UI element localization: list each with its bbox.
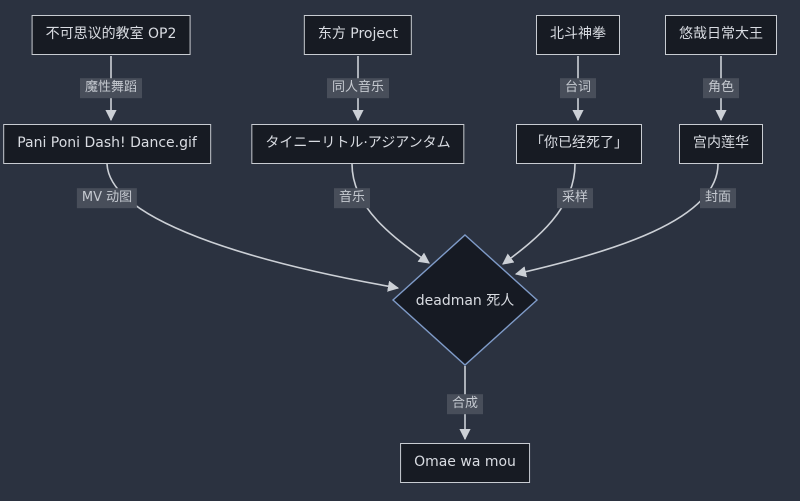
node-label: Pani Poni Dash! Dance.gif xyxy=(17,135,197,151)
node-source-4: 悠哉日常大王 xyxy=(665,15,777,55)
edge-label-4: 角色 xyxy=(702,78,740,98)
edge-label-8: 封面 xyxy=(699,188,737,208)
arrow-intermediate3-to-center xyxy=(502,163,576,265)
arrow-intermediate1-to-center xyxy=(106,163,400,292)
edge-label-final: 合成 xyxy=(446,394,484,414)
node-label: 不可思议的教室 OP2 xyxy=(45,26,177,42)
node-center-diamond: deadman 死人 xyxy=(415,293,515,309)
edge-label-6: 音乐 xyxy=(333,188,371,208)
node-label: 东方 Project xyxy=(317,26,399,42)
node-source-1: 不可思议的教室 OP2 xyxy=(31,15,191,55)
edge-label-3: 台词 xyxy=(559,78,597,98)
node-intermediate-4: 宫内莲华 xyxy=(679,124,763,164)
edge-label-1: 魔性舞蹈 xyxy=(79,78,143,98)
arrow-intermediate2-to-center xyxy=(351,163,430,264)
node-intermediate-1: Pani Poni Dash! Dance.gif xyxy=(3,124,211,164)
edge-label-5: MV 动图 xyxy=(76,188,138,208)
node-final: Omae wa mou xyxy=(400,443,530,483)
node-label: 「你已经死了」 xyxy=(530,135,628,151)
node-label: 北斗神拳 xyxy=(550,26,606,42)
edge-label-2: 同人音乐 xyxy=(326,78,390,98)
node-intermediate-2: タイニーリトル·アジアンタム xyxy=(251,124,465,164)
arrow-intermediate4-to-center xyxy=(514,163,719,278)
edge-label-7: 采样 xyxy=(556,188,594,208)
node-source-3: 北斗神拳 xyxy=(536,15,620,55)
diamond-node-shape xyxy=(391,234,539,366)
node-source-2: 东方 Project xyxy=(303,15,413,55)
node-label: タイニーリトル·アジアンタム xyxy=(265,135,451,151)
node-intermediate-3: 「你已经死了」 xyxy=(516,124,642,164)
node-label: 悠哉日常大王 xyxy=(679,26,763,42)
node-label: 宫内莲华 xyxy=(693,135,749,151)
node-label: Omae wa mou xyxy=(414,454,516,470)
